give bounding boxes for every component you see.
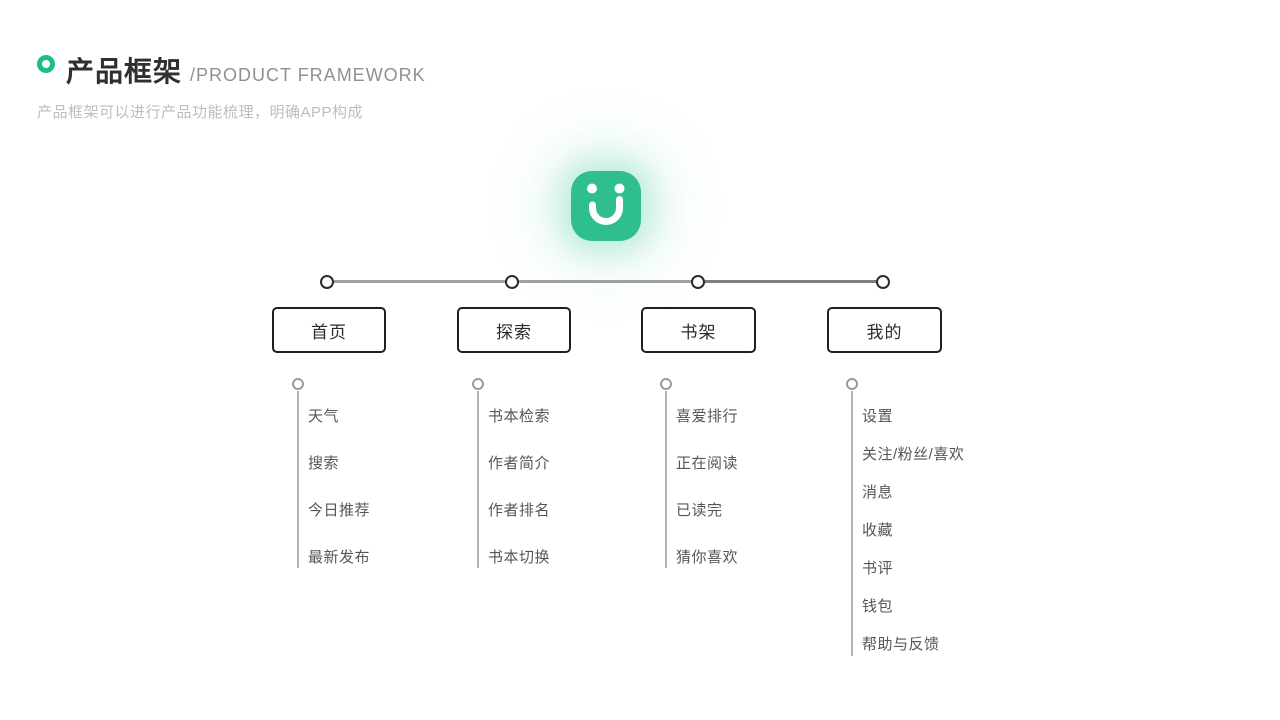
branch-dot [660,378,672,390]
branch-item: 帮助与反馈 [862,636,940,653]
timeline-dot [876,275,890,289]
node-explore: 探索 [457,307,571,353]
smiley-app-logo-icon [571,171,641,241]
branch-item: 已读完 [676,502,723,519]
branch-item: 书评 [862,560,894,577]
branch-item: 关注/粉丝/喜欢 [862,446,965,463]
node-mine: 我的 [827,307,942,353]
branch-item: 猜你喜欢 [676,549,739,566]
branch-item: 喜爱排行 [676,408,739,425]
branch-item: 搜索 [308,455,340,472]
branch-item: 最新发布 [308,549,371,566]
timeline-segment [327,280,512,283]
branch-item: 天气 [308,408,340,425]
branch-item: 钱包 [862,598,894,615]
branch-item: 作者简介 [488,455,551,472]
branch-item: 收藏 [862,522,894,539]
timeline-segment [512,280,698,283]
node-bookshelf: 书架 [641,307,756,353]
branch-line [665,391,667,568]
branch-item: 设置 [862,408,894,425]
branch-item: 作者排名 [488,502,551,519]
page-title: 产品框架 /PRODUCT FRAMEWORK [66,50,426,90]
branch-dot [292,378,304,390]
page-title-en: /PRODUCT FRAMEWORK [190,65,426,85]
timeline-segment [698,280,883,283]
green-ring-icon [37,55,55,73]
branch-line [297,391,299,568]
page-subtitle: 产品框架可以进行产品功能梳理，明确APP构成 [37,104,364,121]
branch-dot [846,378,858,390]
smiley-face-icon [587,183,625,225]
timeline-dot [691,275,705,289]
branch-item: 书本切换 [488,549,551,566]
timeline-dot [505,275,519,289]
branch-line [851,391,853,656]
node-home: 首页 [272,307,386,353]
page-title-zh: 产品框架 [66,56,183,87]
timeline-dot [320,275,334,289]
branch-item: 消息 [862,484,894,501]
branch-line [477,391,479,568]
branch-item: 正在阅读 [676,455,739,472]
branch-item: 今日推荐 [308,502,371,519]
branch-dot [472,378,484,390]
branch-item: 书本检索 [488,408,551,425]
